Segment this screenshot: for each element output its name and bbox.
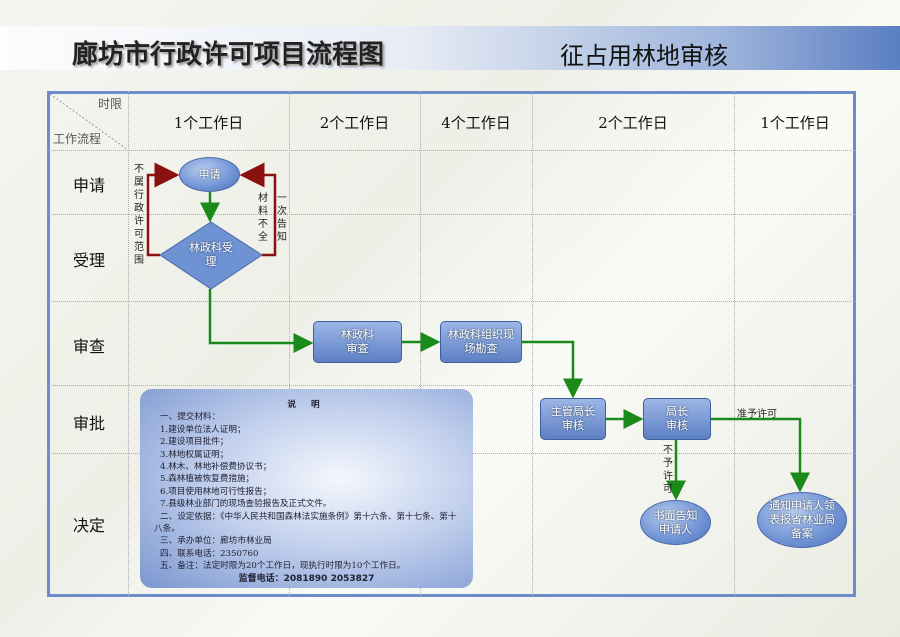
divider xyxy=(734,91,735,597)
label-deny: 不予许可 xyxy=(663,445,673,495)
node-approve-notice: 通知申请人领表报省林业局备案 xyxy=(757,492,847,548)
accept-diamond xyxy=(159,221,263,290)
row-label: 审查 xyxy=(72,337,105,356)
divider xyxy=(47,214,856,215)
divider xyxy=(47,301,856,302)
node-review: 林政科审查 xyxy=(313,321,402,363)
row-label: 决定 xyxy=(72,516,105,535)
note-line: 7.县级林业部门的现场查验报告及正式文件。 xyxy=(160,499,332,510)
flow-grid xyxy=(47,91,856,597)
row-label: 受理 xyxy=(72,251,105,270)
label-approve: 准予许可 xyxy=(737,409,777,420)
divider xyxy=(47,385,856,386)
col-header: 1个工作日 xyxy=(173,114,244,132)
divider xyxy=(532,91,533,597)
note-line: 五、备注：法定时限为20个工作日，现执行时限为10个工作日。 xyxy=(160,561,406,572)
note-line: 三、承办单位：廊坊市林业局 xyxy=(160,536,272,547)
node-accept: 林政科受理 xyxy=(189,241,233,268)
col-header: 2个工作日 xyxy=(319,114,390,132)
note-line: 3.林地权属证明； xyxy=(160,449,229,460)
col-header: 4个工作日 xyxy=(441,114,511,132)
notes-title: 说 明 xyxy=(287,400,326,410)
note-line: 四、联系电话：2350760 xyxy=(160,548,259,559)
col-header: 2个工作日 xyxy=(598,114,668,132)
row-label: 审批 xyxy=(72,414,105,433)
col-header: 1个工作日 xyxy=(760,114,830,132)
notes-panel: 说 明 一、提交材料： 1.建设单位法人证明； 2.建设项目批件； 3.林地权属… xyxy=(140,389,473,588)
node-reject-notice: 书面告知申请人 xyxy=(640,500,711,545)
divider xyxy=(128,91,129,597)
supervise-phone: 监督电话：2081890 2053827 xyxy=(238,573,375,584)
divider xyxy=(47,150,856,151)
note-line: 6.项目使用林地可行性报告； xyxy=(160,486,272,497)
note-line: 一、提交材料： xyxy=(160,412,221,423)
header-diagonal xyxy=(49,93,129,151)
note-line: 1.建设单位法人证明； xyxy=(160,424,246,435)
page-subtitle: 征占用林地审核 xyxy=(560,42,728,70)
note-line: 4.林木、林地补偿费协议书； xyxy=(160,462,272,473)
row-label: 申请 xyxy=(72,176,105,195)
note-line: 2.建设项目批件； xyxy=(160,437,229,448)
node-survey: 林政科组织现场勘查 xyxy=(440,321,522,363)
label-out-of-scope: 不属行政许可范围 xyxy=(134,164,144,266)
note-line: 5.森林植被恢复费措施； xyxy=(160,474,255,485)
time-label: 时限 xyxy=(98,97,123,111)
process-label: 工作流程 xyxy=(53,132,102,146)
title-banner xyxy=(0,26,900,70)
node-apply: 申请 xyxy=(179,157,240,192)
page-title: 廊坊市行政许可项目流程图 xyxy=(72,40,385,70)
label-notify-once: 一次告知 xyxy=(277,193,287,243)
node-director-review: 局长审核 xyxy=(643,398,711,440)
node-chief-review: 主管局长审核 xyxy=(540,398,606,440)
label-incomplete: 材料不全 xyxy=(258,193,268,243)
note-line: 二、设定依据：《中华人民共和国森林法实施条例》第十六条、第十七条、第十八条。 xyxy=(154,511,457,535)
